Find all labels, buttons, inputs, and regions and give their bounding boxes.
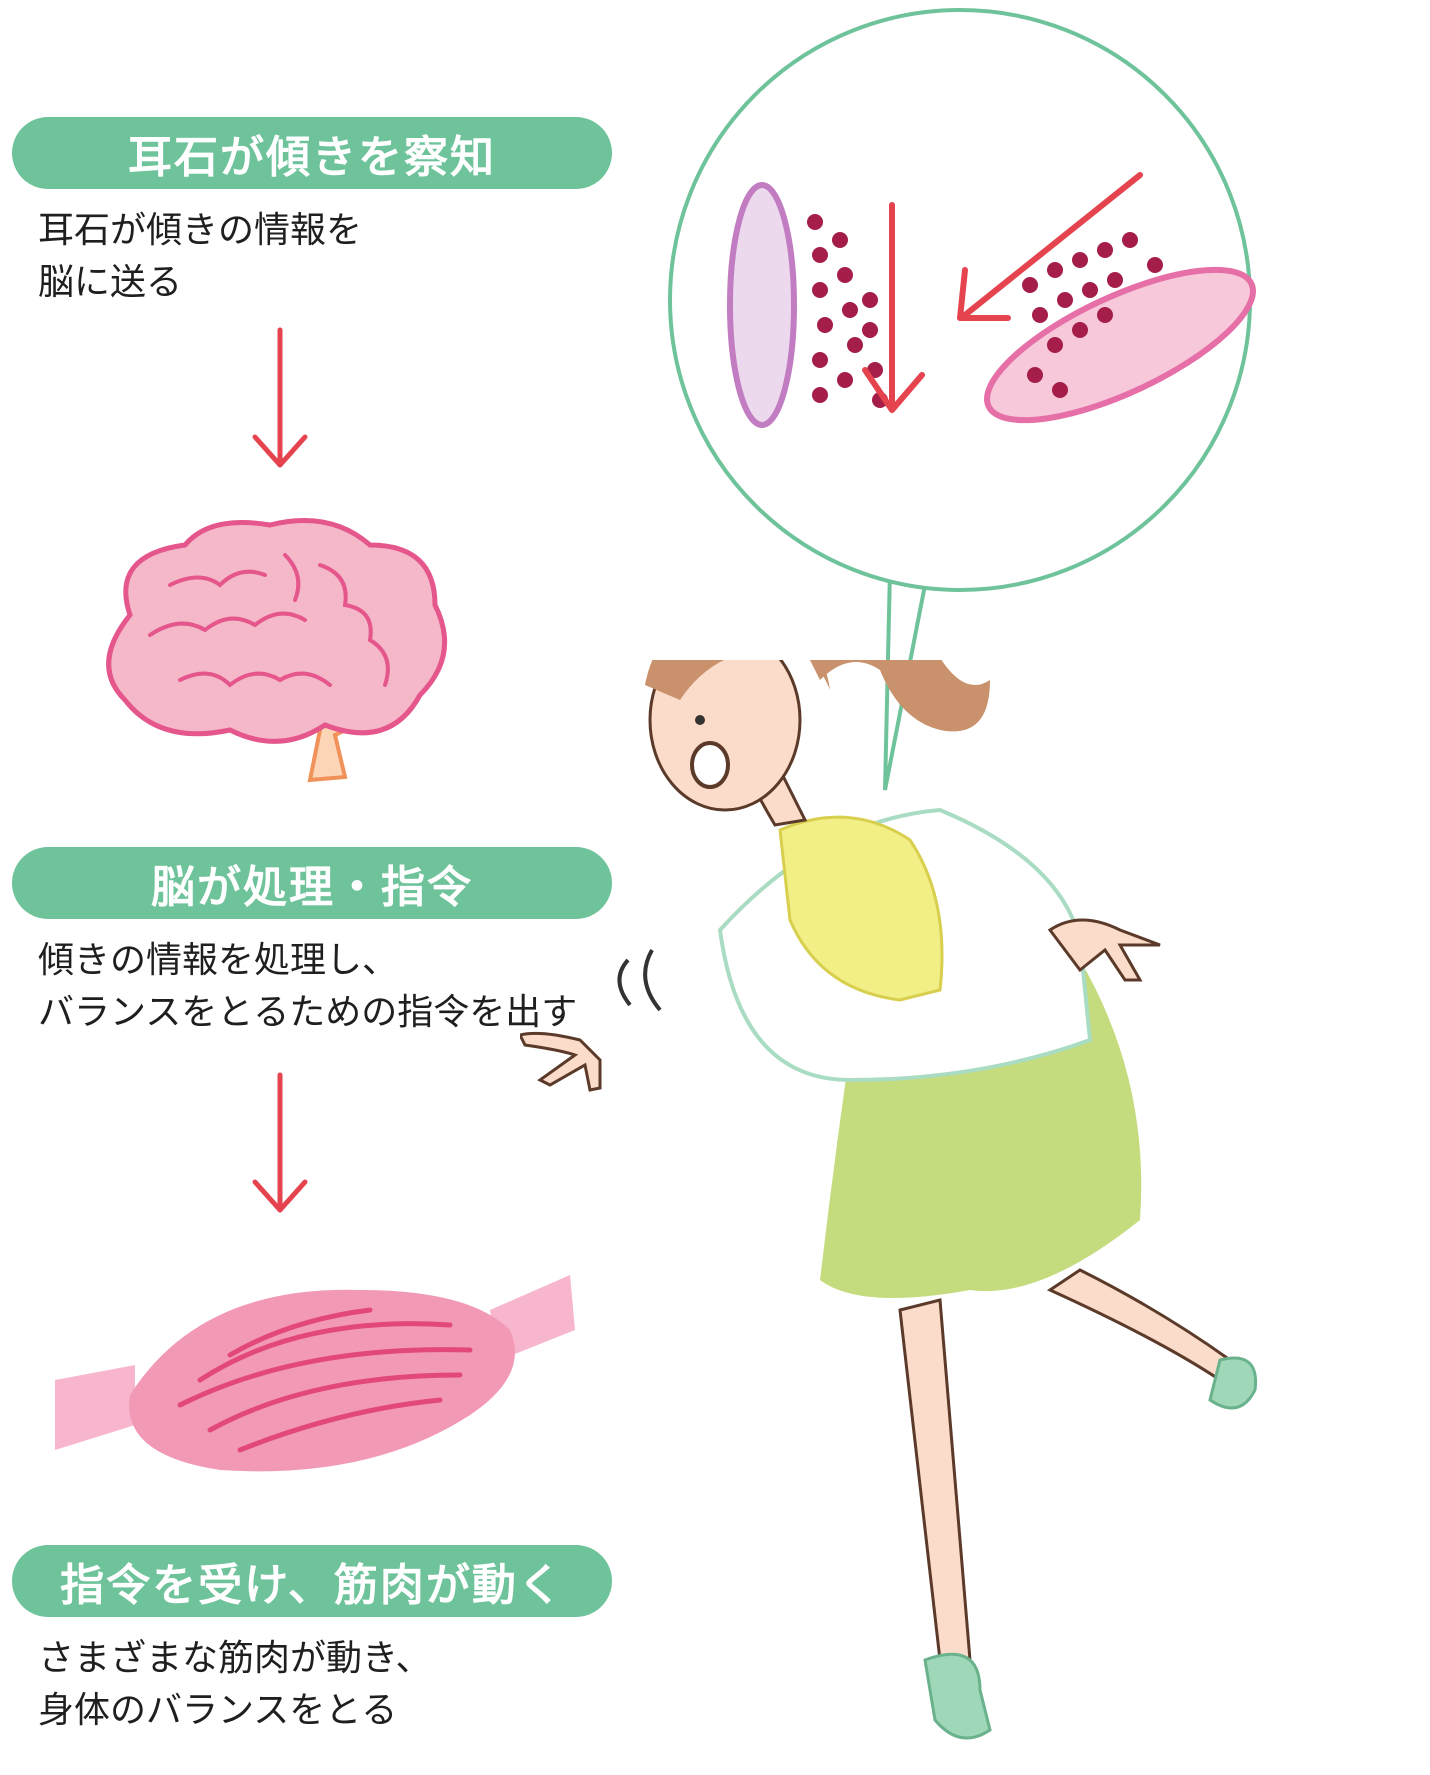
down-arrow-icon	[252, 1072, 308, 1213]
step-1-desc-line-2: 脳に送る	[38, 262, 183, 303]
step-2-desc-line-1: 傾きの情報を処理し、	[38, 940, 399, 981]
step-1-description: 耳石が傾きの情報を 脳に送る	[38, 205, 658, 309]
step-3-description: さまざまな筋肉が動き、 身体のバランスをとる	[38, 1633, 658, 1737]
otolith-zoom-bubble	[668, 8, 1256, 791]
step-2-desc-line-2: バランスをとるための指令を出す	[38, 992, 578, 1033]
step-1-title: 耳石が傾きを察知	[12, 117, 612, 189]
step-3-desc-line-2: 身体のバランスをとる	[38, 1690, 398, 1731]
brain-icon	[106, 518, 448, 783]
muscle-icon	[55, 1275, 575, 1472]
step-3-title: 指令を受け、筋肉が動く	[12, 1545, 612, 1617]
woman-falling-icon	[520, 660, 1258, 1740]
step-1-desc-line-1: 耳石が傾きの情報を	[38, 210, 363, 251]
otolith-icon	[727, 172, 1256, 428]
down-arrow-icon	[252, 327, 308, 468]
step-2-title: 脳が処理・指令	[12, 847, 612, 919]
step-2-description: 傾きの情報を処理し、 バランスをとるための指令を出す	[38, 935, 658, 1039]
step-3-desc-line-1: さまざまな筋肉が動き、	[38, 1638, 432, 1679]
